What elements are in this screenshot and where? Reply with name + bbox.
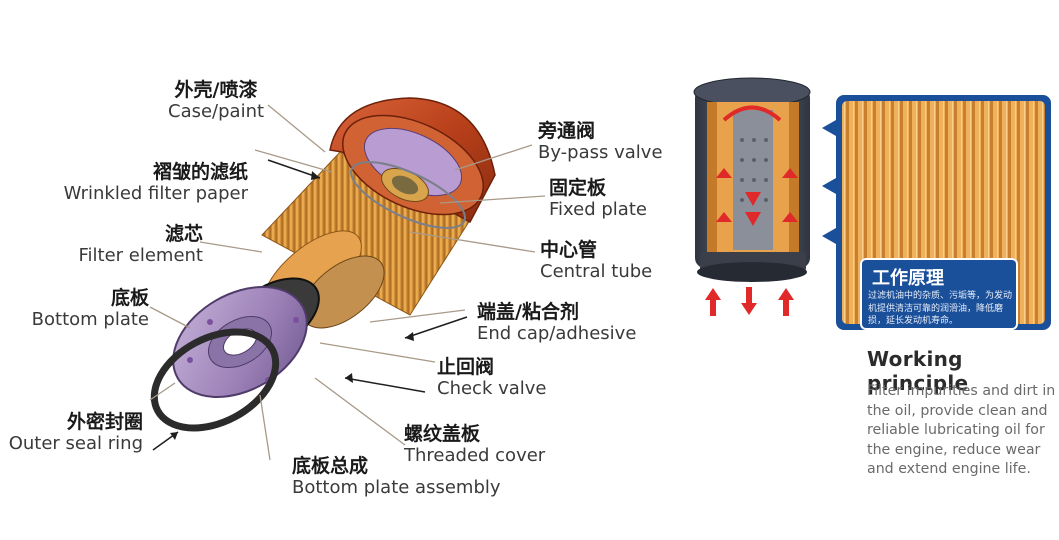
label-en: Check valve (437, 377, 547, 399)
label-cn: 褶皱的滤纸 (152, 161, 248, 183)
label-en: Fixed plate (549, 198, 647, 220)
label-en: By-pass valve (538, 141, 663, 163)
label-bypass-valve: 旁通阀 By-pass valve (538, 120, 663, 164)
case-shell (329, 97, 496, 224)
label-cn: 底板总成 (292, 455, 369, 477)
label-end-cap-adhesive: 端盖/粘合剂 End cap/adhesive (477, 301, 637, 345)
label-en: Threaded cover (404, 444, 546, 466)
label-en: Outer seal ring (8, 432, 143, 454)
label-bottom-plate-assembly: 底板总成 Bottom plate assembly (292, 455, 501, 499)
label-cn: 底板 (110, 287, 149, 309)
label-wrinkled-filter-paper: 褶皱的滤纸 Wrinkled filter paper (63, 161, 248, 205)
working-principle-badge: 工作原理 过滤机油中的杂质、污垢等，为发动机提供清洁可靠的润滑油，降低磨损，延长… (860, 258, 1018, 330)
label-central-tube: 中心管 Central tube (540, 239, 653, 283)
badge-title: 工作原理 (872, 268, 944, 289)
label-cn: 止回阀 (437, 356, 495, 378)
label-en: Filter element (78, 244, 203, 266)
label-en: Central tube (540, 260, 653, 282)
label-en: Bottom plate (31, 308, 149, 330)
label-bottom-plate: 底板 Bottom plate (31, 287, 149, 331)
pointer-arrowheads (170, 171, 414, 440)
label-cn: 旁通阀 (538, 120, 596, 142)
exploded-filter (150, 97, 496, 432)
label-cn: 滤芯 (164, 223, 203, 245)
badge-text: 过滤机油中的杂质、污垢等，为发动机提供清洁可靠的润滑油，降低磨损，延长发动机寿命… (868, 291, 1013, 326)
outer-seal-ring-shape (150, 328, 280, 432)
label-fixed-plate: 固定板 Fixed plate (549, 177, 647, 221)
label-case-paint: 外壳/喷漆 Case/paint (168, 79, 265, 123)
label-cn: 固定板 (549, 177, 607, 199)
label-threaded-cover: 螺纹盖板 Threaded cover (404, 423, 546, 467)
label-filter-element: 滤芯 Filter element (78, 223, 203, 267)
leader-lines (149, 104, 546, 461)
label-outer-seal-ring: 外密封圈 Outer seal ring (8, 411, 143, 455)
label-en: Bottom plate assembly (292, 476, 501, 498)
label-en: End cap/adhesive (477, 322, 637, 344)
label-en: Wrinkled filter paper (63, 182, 248, 204)
label-cn: 外壳/喷漆 (174, 79, 258, 101)
working-principle-description: Filter impurities and dirt in the oil, p… (867, 383, 1056, 477)
working-principle-title: Working principle (867, 347, 969, 395)
label-cn: 中心管 (540, 239, 598, 261)
label-en: Case/paint (168, 100, 265, 122)
fixed-plate-disk (350, 161, 466, 229)
pointer-arrows (152, 159, 468, 451)
label-cn: 端盖/粘合剂 (477, 301, 579, 323)
label-cn: 外密封圈 (66, 411, 143, 433)
label-check-valve: 止回阀 Check valve (437, 356, 547, 400)
panel-pointer-triangles (822, 120, 836, 244)
cutaway-filter (693, 77, 811, 316)
label-cn: 螺纹盖板 (404, 423, 481, 445)
